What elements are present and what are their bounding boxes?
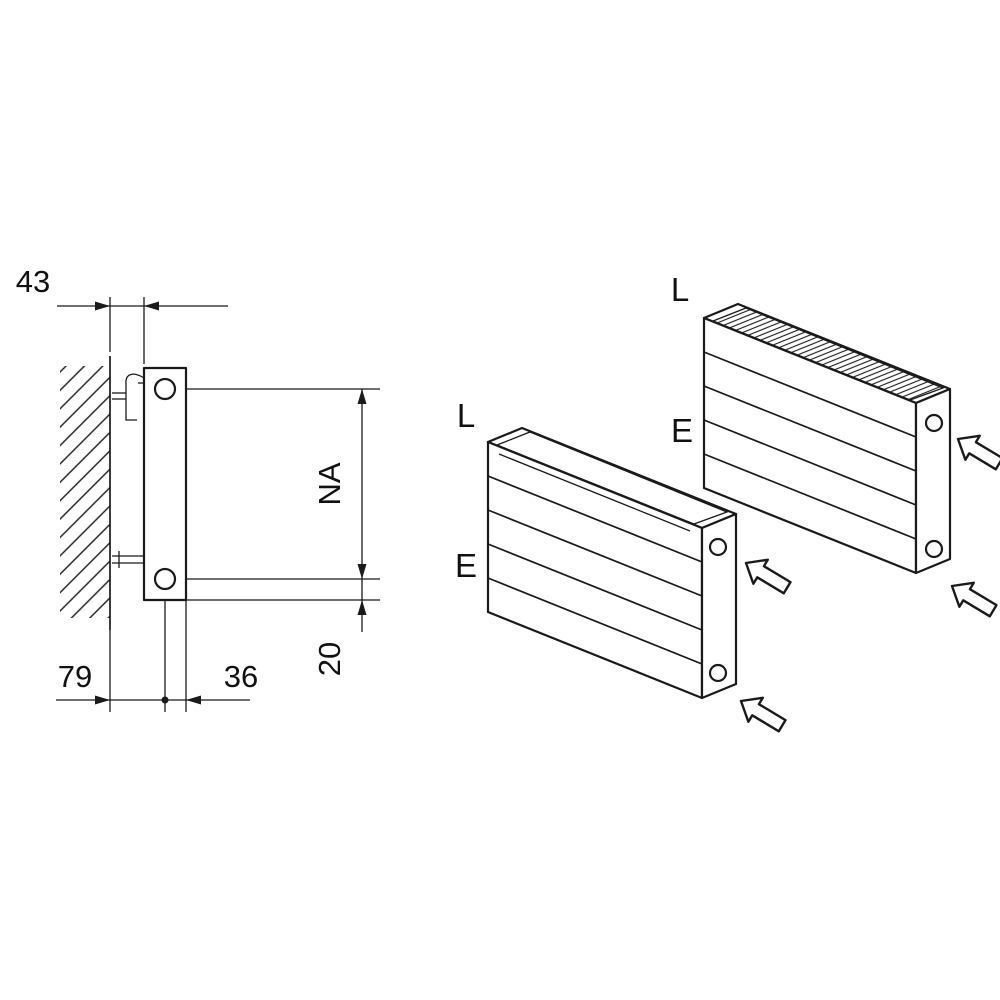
dimension-chain-point [161,696,169,704]
channel-depth-line [498,453,691,532]
mounting-bracket-bottom [112,551,144,568]
bottom-pipe-connection [153,567,177,591]
flow-arrow-icon [744,558,792,595]
dimension-wall-to-pipe: 79 [56,600,250,712]
radiator-side-profile [142,366,188,602]
pipe-boss-bottom [708,663,728,683]
dimension-bottom-clearance: 20 [312,600,367,676]
panel-slat-line [487,543,703,631]
dimension-hub-distance: NA [186,388,380,632]
radiator-iso-front: L E [455,397,738,700]
panel-slat-line [703,419,917,506]
dimension-pipe-to-front: 36 [186,659,258,705]
radiator-end-face [914,387,952,575]
panel-slat-line [703,453,917,540]
panel-slat-line [487,475,703,563]
flow-arrow-icon [739,696,787,733]
panel-slat-line [487,509,703,597]
wall-hatch [60,366,110,618]
side-view: 43 NA 20 79 36 [16,264,380,712]
flow-arrow-icon [956,434,1000,471]
arrowhead [144,301,159,311]
bracket-hook [125,373,145,421]
flow-arrow-icon [950,581,998,618]
dimension-label: NA [312,462,347,505]
arrowhead [357,389,367,404]
radiator-top-grille [711,307,945,401]
panel-slat-line [703,351,917,438]
arrowhead [186,695,201,705]
pipe-boss-top [924,413,944,433]
mounting-bracket-top [112,373,145,421]
arrowhead [357,564,367,579]
arrowhead [95,301,110,311]
top-pipe-connection [153,377,177,401]
wall-section [60,356,111,630]
top-opening [495,431,729,525]
inlet-label: E [455,547,477,584]
arrowhead [357,600,367,615]
panel-slat-line [703,385,917,472]
air-vent-label: L [671,271,689,308]
pipe-boss-bottom [924,539,944,559]
dimension-wall-clearance: 43 [16,264,228,364]
dimension-label: 20 [312,642,347,676]
radiator-body [142,366,188,602]
dimension-label: 43 [16,264,50,299]
panel-slat-line [487,577,703,665]
pipe-boss-top [708,537,728,557]
dimension-label: 79 [58,659,92,694]
arrowhead [95,695,110,705]
inlet-label: E [671,412,693,449]
air-vent-label: L [457,397,475,434]
radiator-end-face [700,512,738,700]
flow-arrows [739,434,1000,733]
radiator-iso-back: L E [671,271,952,575]
dimension-label: 36 [224,659,258,694]
